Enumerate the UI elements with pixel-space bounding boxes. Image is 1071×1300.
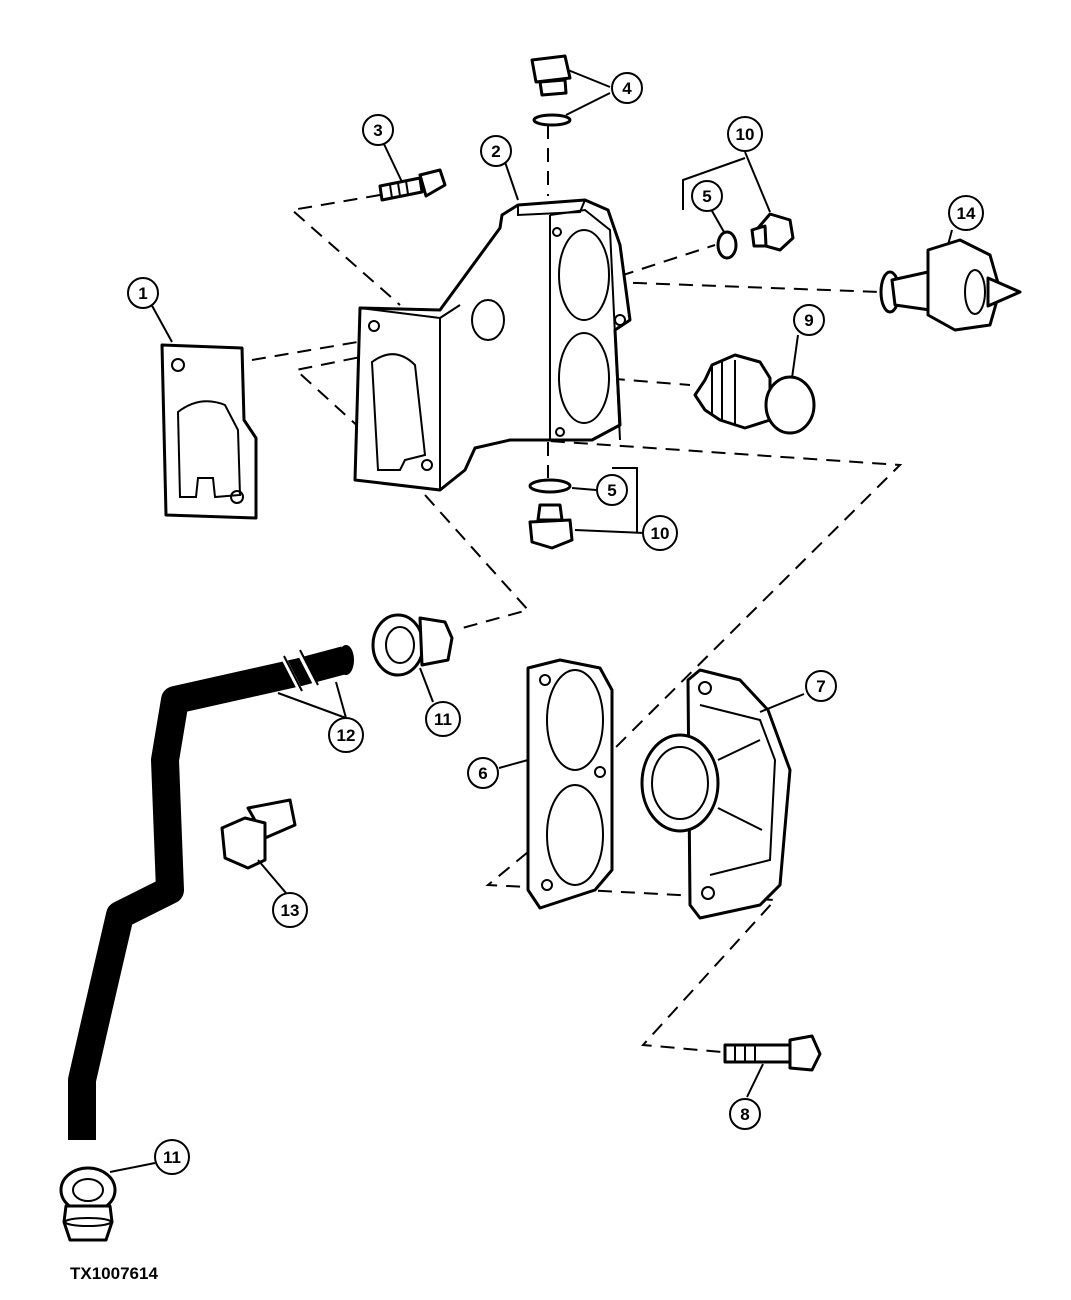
callout-12: 12 xyxy=(328,717,364,753)
callout-3: 3 xyxy=(362,114,394,146)
svg-text:12: 12 xyxy=(337,726,356,745)
svg-text:5: 5 xyxy=(702,187,711,206)
grommet-part-11-lower xyxy=(59,1166,117,1242)
svg-text:2: 2 xyxy=(491,142,500,161)
washer-part-5-lower xyxy=(528,478,572,494)
plug-part-10-upper xyxy=(750,212,795,252)
callout-1: 1 xyxy=(127,277,159,309)
svg-text:10: 10 xyxy=(651,524,670,543)
svg-text:13: 13 xyxy=(281,901,300,920)
plug-part-4 xyxy=(530,54,572,127)
svg-text:11: 11 xyxy=(434,710,452,729)
svg-text:8: 8 xyxy=(740,1105,749,1124)
callout-5-lower: 5 xyxy=(596,474,628,506)
svg-text:10: 10 xyxy=(736,125,755,144)
clip-part-13 xyxy=(220,798,297,870)
callout-5-upper: 5 xyxy=(691,180,723,212)
svg-text:14: 14 xyxy=(957,204,976,223)
callout-14: 14 xyxy=(948,195,984,231)
callout-8: 8 xyxy=(729,1098,761,1130)
gasket-part-1 xyxy=(160,343,258,520)
callout-2: 2 xyxy=(480,135,512,167)
washer-part-5-upper xyxy=(716,230,738,260)
callout-13: 13 xyxy=(272,892,308,928)
leader-lines xyxy=(109,69,953,1173)
thermostat-housing-part-2 xyxy=(353,198,632,492)
cap-screw-part-8 xyxy=(723,1034,822,1072)
thermostat-part-14 xyxy=(879,238,1022,332)
callout-7: 7 xyxy=(805,670,837,702)
svg-text:6: 6 xyxy=(478,764,487,783)
callout-11-upper: 11 xyxy=(425,701,461,737)
grommet-part-11-upper xyxy=(371,613,454,677)
callout-9: 9 xyxy=(793,304,825,336)
callout-10-upper: 10 xyxy=(727,116,763,152)
figure-id-label: TX1007614 xyxy=(70,1264,158,1283)
plug-part-10-lower xyxy=(528,503,574,550)
svg-text:1: 1 xyxy=(138,284,147,303)
cap-screw-part-3 xyxy=(378,168,447,202)
svg-text:5: 5 xyxy=(607,481,616,500)
svg-text:3: 3 xyxy=(373,121,382,140)
callout-4: 4 xyxy=(611,72,643,104)
svg-text:4: 4 xyxy=(622,79,632,98)
gasket-part-6 xyxy=(526,658,614,910)
callout-11-lower: 11 xyxy=(154,1139,190,1175)
plug-part-9 xyxy=(693,353,816,435)
svg-text:7: 7 xyxy=(816,677,825,696)
svg-text:11: 11 xyxy=(163,1148,181,1167)
callout-6: 6 xyxy=(467,757,499,789)
callout-10-lower: 10 xyxy=(642,515,678,551)
hose-part-12 xyxy=(68,645,354,1140)
water-outlet-part-7 xyxy=(640,668,792,920)
svg-text:9: 9 xyxy=(804,311,813,330)
